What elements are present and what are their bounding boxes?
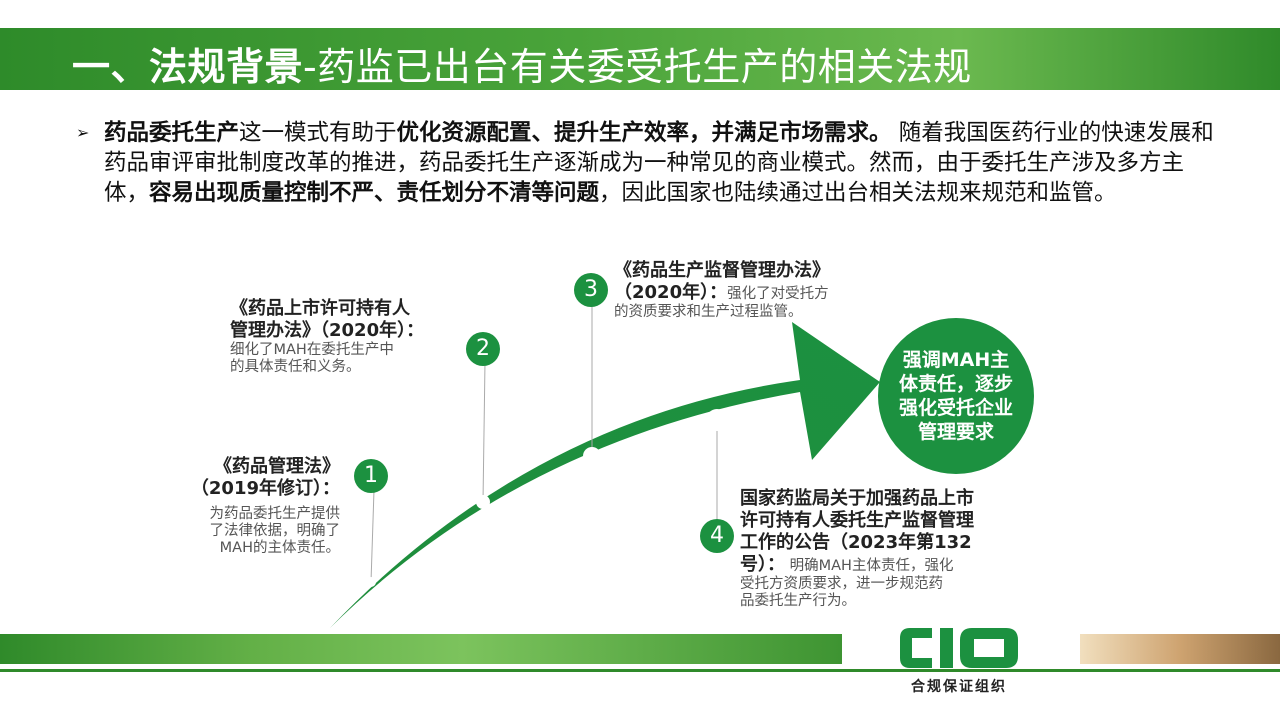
milestone-2-title-1: 《药品上市许可持有人 bbox=[230, 298, 410, 319]
milestone-3-desc-1: 的资质要求和生产过程监管。 bbox=[614, 304, 803, 320]
milestone-4-title-4: 号）： bbox=[740, 554, 785, 575]
intro-text-3: ，因此国家也陆续通过出台相关法规来规范和监管。 bbox=[599, 180, 1117, 206]
arrow-dot-2 bbox=[476, 495, 490, 509]
milestone-4-title-1: 国家药监局关于加强药品上市 bbox=[740, 488, 974, 509]
milestone-2-title-2: 管理办法》（2020年）： bbox=[230, 320, 425, 341]
intro-bold-3: 容易出现质量控制不严、责任划分不清等问题 bbox=[149, 180, 600, 206]
cio-logo-icon bbox=[900, 628, 1018, 668]
arrow-dot-1 bbox=[366, 577, 376, 587]
milestone-3-title-1: 《药品生产监督管理办法》 bbox=[614, 260, 830, 281]
title-bar bbox=[0, 28, 1280, 90]
milestone-4-desc-2: 品委托生产行为。 bbox=[740, 593, 856, 609]
milestone-2-number: 2 bbox=[466, 332, 500, 366]
milestone-4-title-2: 许可持有人委托生产监督管理 bbox=[740, 510, 974, 531]
milestone-3-title-suffix: 强化了对受托方 bbox=[727, 286, 829, 302]
milestone-4-title-3: 工作的公告（2023年第132 bbox=[740, 532, 972, 553]
milestone-1-title-2: （2019年修订）： bbox=[190, 478, 340, 499]
bullet-arrow-icon: ➢ bbox=[76, 123, 90, 142]
arrow-dot-4 bbox=[706, 409, 728, 431]
milestone-1-desc-3: MAH的主体责任。 bbox=[219, 540, 340, 556]
milestone-3-number: 3 bbox=[574, 273, 608, 307]
logo-subtitle: 合规保证组织 bbox=[911, 679, 1007, 695]
milestone-3-label: 《药品生产监督管理办法》 （2020年）：强化了对受托方 的资质要求和生产过程监… bbox=[614, 260, 904, 321]
connector-line-1 bbox=[370, 489, 375, 583]
milestone-2-desc-2: 的具体责任和义务。 bbox=[230, 359, 361, 375]
intro-paragraph: ➢ 药品委托生产这一模式有助于优化资源配置、提升生产效率，并满足市场需求。 随着… bbox=[76, 118, 1216, 208]
milestone-1-desc-1: 为药品委托生产提供 bbox=[209, 506, 341, 522]
goal-circle: 强调MAH主 体责任，逐步 强化受托企业 管理要求 bbox=[878, 318, 1034, 474]
arrow-dot-3 bbox=[583, 447, 601, 465]
goal-line-2: 体责任，逐步 bbox=[898, 373, 1013, 395]
milestone-3-title-2: （2020年）： bbox=[614, 282, 728, 303]
goal-line-1: 强调MAH主 bbox=[902, 349, 1010, 371]
milestone-4-label: 国家药监局关于加强药品上市 许可持有人委托生产监督管理 工作的公告（2023年第… bbox=[740, 488, 1040, 610]
milestone-2-desc-1: 细化了MAH在委托生产中 bbox=[230, 342, 394, 358]
milestone-4-number: 4 bbox=[700, 519, 734, 553]
growth-arrow bbox=[330, 322, 880, 628]
milestone-1-number: 1 bbox=[354, 459, 388, 493]
intro-text-1: 这一模式有助于 bbox=[239, 120, 397, 146]
milestone-1-title-1: 《药品管理法》 bbox=[214, 456, 340, 477]
goal-line-3: 强化受托企业 bbox=[898, 397, 1013, 419]
footer-gold-bar bbox=[1080, 634, 1280, 664]
milestone-4-desc-1: 受托方资质要求，进一步规范药 bbox=[740, 576, 943, 592]
footer-green-bar bbox=[0, 634, 842, 664]
footer-green-line bbox=[0, 669, 1280, 672]
connector-line-2 bbox=[482, 361, 486, 503]
intro-bold-1: 药品委托生产 bbox=[104, 120, 240, 146]
page-title: 一、法规背景-药监已出台有关委受托生产的相关法规 bbox=[72, 36, 972, 91]
goal-line-4: 管理要求 bbox=[917, 421, 994, 443]
milestone-4-title-suffix: 明确MAH主体责任，强化 bbox=[789, 558, 954, 574]
page-title-bold: 一、法规背景 bbox=[72, 45, 304, 89]
page-title-rest: -药监已出台有关委受托生产的相关法规 bbox=[303, 45, 972, 89]
milestone-1-label: 《药品管理法》 （2019年修订）： 为药品委托生产提供 了法律依据，明确了 M… bbox=[160, 456, 340, 557]
milestone-1-desc-2: 了法律依据，明确了 bbox=[209, 523, 341, 539]
intro-text-2: 随着我国医药行业的快速发展和药品审评审批制度改革的推进，药品委托生产逐渐成为一种… bbox=[104, 120, 1214, 206]
milestone-2-label: 《药品上市许可持有人 管理办法》（2020年）： 细化了MAH在委托生产中 的具… bbox=[230, 298, 470, 376]
intro-bold-2: 优化资源配置、提升生产效率，并满足市场需求。 bbox=[396, 120, 892, 146]
